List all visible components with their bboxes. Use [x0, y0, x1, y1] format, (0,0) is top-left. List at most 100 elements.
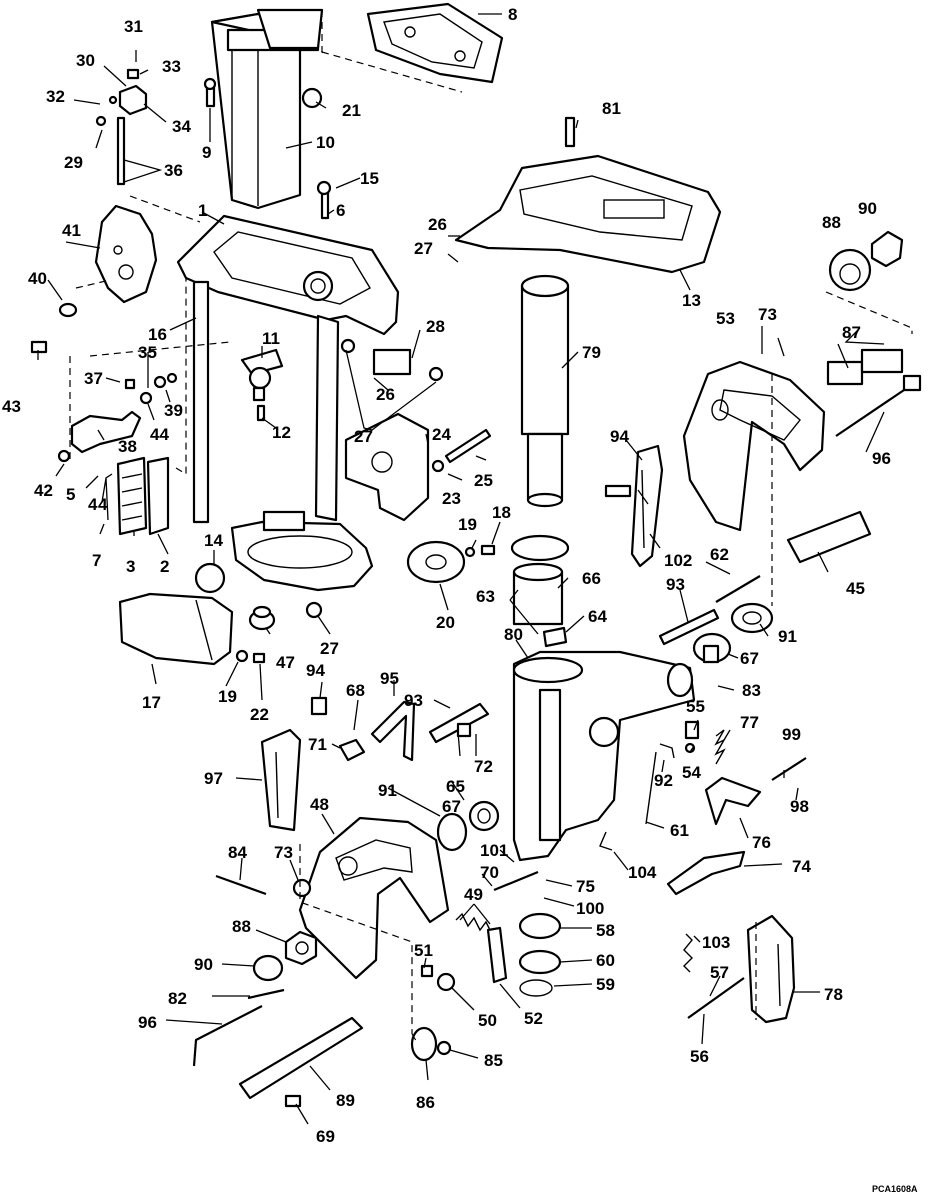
callout-38: 38	[118, 437, 137, 456]
callout-75: 75	[576, 877, 595, 896]
callout-48: 48	[310, 795, 329, 814]
callout-15: 15	[360, 169, 379, 188]
callout-71: 71	[308, 735, 327, 754]
parts-artwork	[30, 2, 922, 1108]
callout-91a: 91	[778, 627, 797, 646]
tilt-lever-right-part	[683, 914, 796, 1024]
callout-101: 101	[480, 841, 508, 860]
callout-67a: 67	[740, 649, 759, 668]
callout-50: 50	[478, 1011, 497, 1030]
callout-6: 6	[336, 201, 345, 220]
callout-43: 43	[2, 397, 21, 416]
callout-3: 3	[126, 557, 135, 576]
callout-82: 82	[168, 989, 187, 1008]
callout-33: 33	[162, 57, 181, 76]
callout-53: 53	[716, 309, 735, 328]
tilt-tube-part	[658, 575, 774, 664]
driveshaft-housing-part	[176, 180, 400, 592]
callout-72: 72	[474, 757, 493, 776]
callout-63: 63	[476, 587, 495, 606]
callout-83: 83	[742, 681, 761, 700]
callout-31: 31	[124, 17, 143, 36]
callout-93b: 93	[404, 691, 423, 710]
callout-32: 32	[46, 87, 65, 106]
callout-12: 12	[272, 423, 291, 442]
callout-18: 18	[492, 503, 511, 522]
callout-74: 74	[792, 857, 811, 876]
small-bushings-part	[235, 601, 323, 664]
callout-2: 2	[160, 557, 169, 576]
callout-13: 13	[682, 291, 701, 310]
callout-87: 87	[842, 323, 861, 342]
front-cover-part	[118, 592, 234, 666]
callout-58: 58	[596, 921, 615, 940]
callout-104: 104	[628, 863, 657, 882]
clamp-screw-bushings-part	[518, 912, 562, 997]
callout-93a: 93	[666, 575, 685, 594]
callout-73a: 73	[758, 305, 777, 324]
callout-28: 28	[426, 317, 445, 336]
callout-88b: 88	[232, 917, 251, 936]
callout-5: 5	[66, 485, 75, 504]
callout-4a: 4	[98, 495, 108, 514]
callout-84: 84	[228, 843, 247, 862]
callout-92: 92	[654, 771, 673, 790]
leader-lines	[37, 13, 885, 1125]
callout-34: 34	[172, 117, 191, 136]
callout-17: 17	[142, 693, 161, 712]
callout-62: 62	[710, 545, 729, 564]
callout-9: 9	[202, 143, 211, 162]
callout-36: 36	[164, 161, 183, 180]
callout-57: 57	[710, 963, 729, 982]
gasket-plate-part	[366, 2, 504, 84]
callout-7: 7	[92, 551, 101, 570]
callout-96a: 96	[872, 449, 891, 468]
callout-19b: 19	[218, 687, 237, 706]
callout-88a: 88	[822, 213, 841, 232]
steering-tube-part	[520, 274, 570, 508]
callout-67b: 67	[442, 797, 461, 816]
callout-25: 25	[474, 471, 493, 490]
callout-86: 86	[416, 1093, 435, 1112]
tilt-lock-lever-part	[604, 444, 664, 568]
callout-21: 21	[342, 101, 361, 120]
callout-80: 80	[504, 625, 523, 644]
callout-73b: 73	[274, 843, 293, 862]
callout-60: 60	[596, 951, 615, 970]
callout-64: 64	[588, 607, 607, 626]
callout-4b: 4	[88, 495, 98, 514]
clamp-bracket-left-part	[298, 816, 450, 980]
callout-27b: 27	[354, 427, 373, 446]
callout-66: 66	[582, 569, 601, 588]
callout-76: 76	[752, 833, 771, 852]
callout-37: 37	[84, 369, 103, 388]
small-hardware-top-left	[95, 68, 323, 186]
tilt-lever-hardware	[338, 700, 490, 762]
callout-69: 69	[316, 1127, 335, 1146]
callout-94a: 94	[610, 427, 629, 446]
callout-85: 85	[484, 1051, 503, 1070]
callout-20: 20	[436, 613, 455, 632]
callout-49: 49	[464, 885, 483, 904]
swivel-bracket-part	[512, 650, 696, 862]
callout-94b: 94	[306, 661, 325, 680]
transom-plate-part	[410, 1026, 452, 1062]
throttle-lever-part	[30, 204, 158, 354]
callout-51: 51	[414, 941, 433, 960]
callout-56: 56	[690, 1047, 709, 1066]
tilt-spring-part	[420, 870, 539, 992]
callout-61: 61	[670, 821, 689, 840]
callout-41: 41	[62, 221, 81, 240]
callout-98: 98	[790, 797, 809, 816]
side-plates-part	[57, 372, 178, 536]
callout-27a: 27	[414, 239, 433, 258]
callout-45: 45	[846, 579, 865, 598]
callout-102: 102	[664, 551, 692, 570]
figure-code: PCA1608A	[872, 1184, 918, 1194]
mounting-plate-part	[238, 1016, 364, 1108]
callout-labels: 1 2 3 4 4 5 6 7 8 9 10 11 12 13 14 15 16…	[2, 5, 891, 1146]
callout-77: 77	[740, 713, 759, 732]
callout-1: 1	[198, 201, 207, 220]
callout-55: 55	[686, 697, 705, 716]
tilt-support-lever-part	[260, 696, 328, 832]
